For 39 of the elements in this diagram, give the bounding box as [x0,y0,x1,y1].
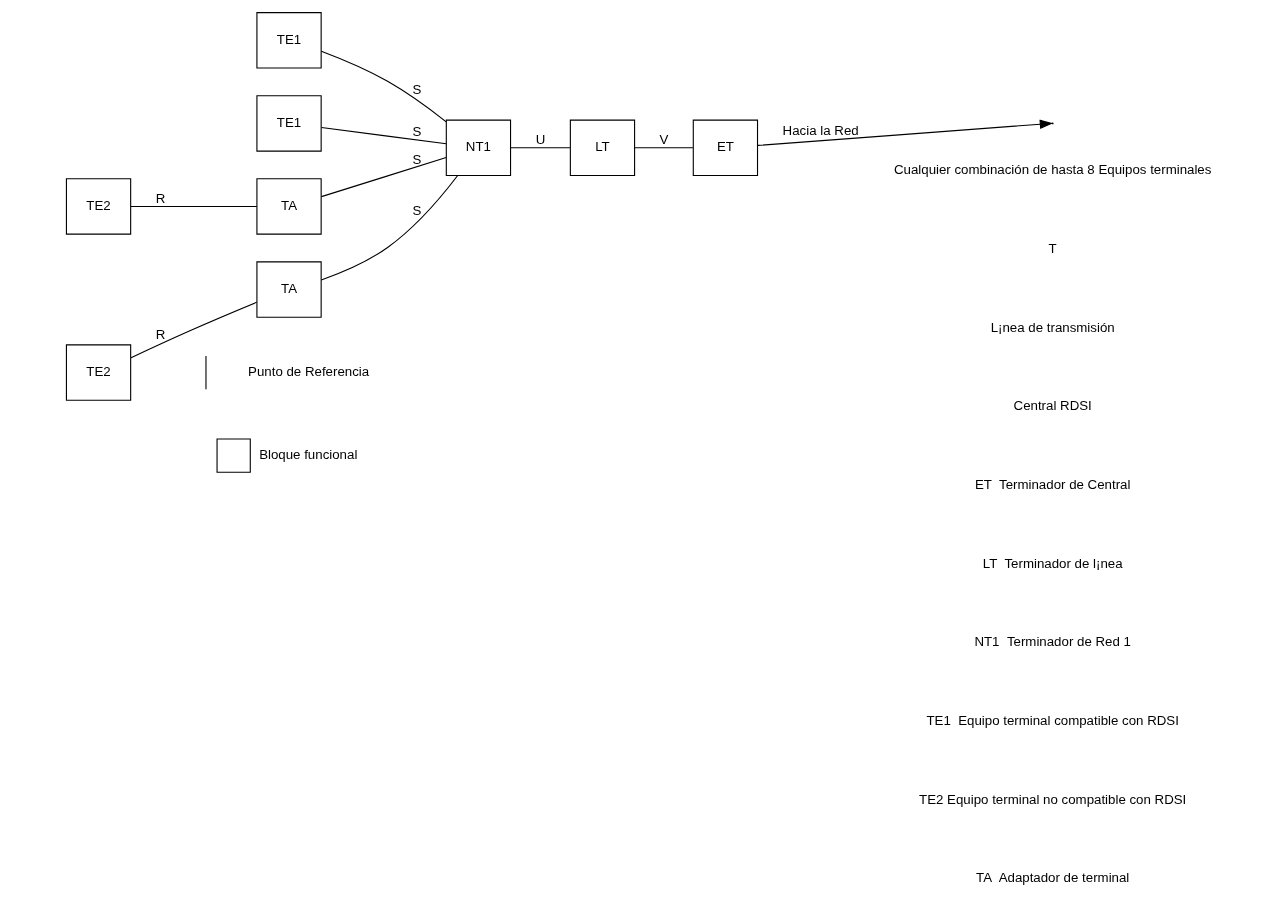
label: Central RDSI [1013,398,1092,414]
node-box: TA [255,178,322,235]
label: L¡nea de transmisión [990,319,1115,335]
connector [320,156,447,198]
edge-label: V [659,132,668,147]
connector [129,205,257,207]
edge-label: S [412,124,421,140]
label: TE2 Equipo terminal no compatible con RDSI [918,791,1186,807]
connector [633,147,693,149]
edge-label: S [412,82,421,98]
node-box: TE1 [255,12,322,69]
node-box: TE1 [255,95,322,152]
edge-label: U [535,132,545,147]
edge-label: S [412,202,421,218]
label: Cualquier combinación de hasta 8 Equipos terminales [893,162,1211,178]
label: NT1 Terminador de Red 1 [973,634,1131,650]
legend-label: Punto de Referencia [247,364,369,380]
connector [320,126,447,145]
label: TE1 Equipo terminal compatible con RDSI [925,712,1179,728]
legend-label: Bloque funcional [258,447,357,463]
node-box: TE2 [65,344,131,401]
node-box: LT [569,119,635,176]
connector [320,50,447,123]
edge-label: R [155,190,165,206]
edge-label: R [155,326,165,342]
arrow [756,119,1053,146]
node-box: NT1 [445,119,511,176]
label: T [1048,241,1057,257]
connector [509,147,570,149]
connector [130,301,257,359]
node-box: ET [692,119,758,176]
node-box: TA [255,261,322,318]
connector [320,175,458,281]
edge-label: Hacia la Red [782,123,859,139]
label: TA Adaptador de terminal [975,870,1129,886]
edge-label: S [412,151,421,167]
node-box: TE2 [65,178,131,235]
label: LT Terminador de l¡nea [982,555,1123,571]
label: ET Terminador de Central [974,476,1130,492]
